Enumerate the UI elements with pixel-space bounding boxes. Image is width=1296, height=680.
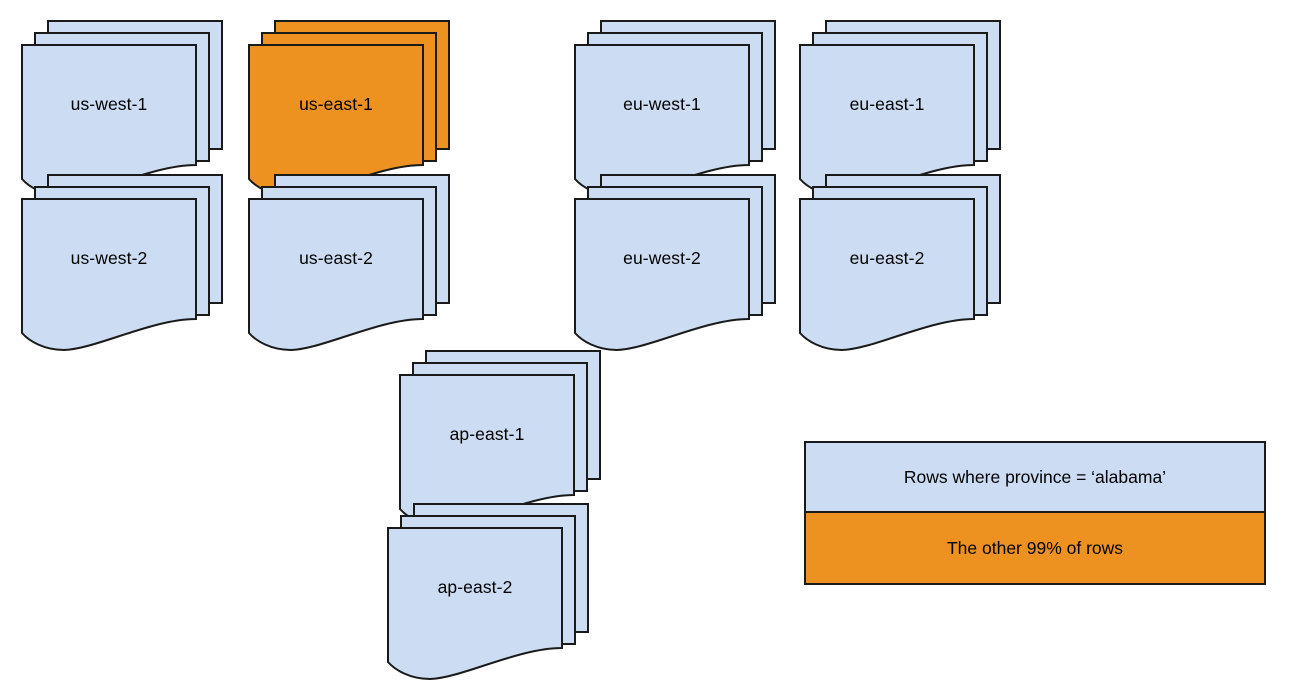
legend-label-alabama: Rows where province = ‘alabama’	[903, 466, 1167, 487]
region-stack-eu-east-2[interactable]: eu-east-2	[798, 173, 1013, 352]
legend: Rows where province = ‘alabama’ The othe…	[804, 441, 1266, 585]
stack-shape	[21, 20, 223, 198]
sheet-front	[248, 198, 424, 352]
stack-shape	[21, 174, 223, 352]
stack-shape	[799, 20, 1001, 198]
region-stack-us-west-2[interactable]: us-west-2	[20, 173, 235, 352]
sheet-front	[799, 198, 975, 352]
sheet-front	[21, 198, 197, 352]
region-stack-eu-west-2[interactable]: eu-west-2	[573, 173, 788, 352]
stack-shape	[799, 174, 1001, 352]
sheet-front	[387, 527, 563, 680]
stack-shape	[248, 20, 450, 198]
region-stack-us-west-1[interactable]: us-west-1	[20, 19, 235, 198]
region-stack-ap-east-1[interactable]: ap-east-1	[398, 349, 613, 528]
stack-shape	[248, 174, 450, 352]
region-stack-eu-east-1[interactable]: eu-east-1	[798, 19, 1013, 198]
region-stack-us-east-1[interactable]: us-east-1	[247, 19, 462, 198]
stack-shape	[574, 20, 776, 198]
region-stack-ap-east-2[interactable]: ap-east-2	[386, 502, 601, 680]
legend-row-other: The other 99% of rows	[806, 513, 1264, 583]
stack-shape	[387, 503, 589, 680]
region-stack-eu-west-1[interactable]: eu-west-1	[573, 19, 788, 198]
legend-row-alabama: Rows where province = ‘alabama’	[806, 443, 1264, 513]
legend-label-other: The other 99% of rows	[946, 537, 1124, 558]
sheet-front	[574, 198, 750, 352]
region-stack-us-east-2[interactable]: us-east-2	[247, 173, 462, 352]
stack-shape	[574, 174, 776, 352]
